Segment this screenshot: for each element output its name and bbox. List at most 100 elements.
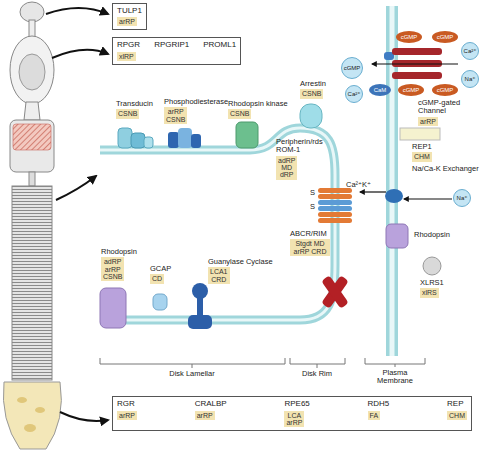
name-text: cGMP bbox=[437, 34, 454, 40]
name-text: PROML1 bbox=[203, 41, 236, 50]
pointer-arrows bbox=[46, 8, 108, 421]
name-text: Rhodopsin bbox=[101, 248, 137, 256]
abcr-half bbox=[321, 275, 349, 309]
region-label: Disk Lamellar bbox=[169, 370, 214, 378]
mitochondria bbox=[13, 124, 51, 150]
name-text: RDH5 bbox=[368, 400, 390, 409]
rom1-bar bbox=[318, 200, 352, 205]
channel-subunit bbox=[392, 48, 442, 55]
abcr-shape bbox=[321, 275, 349, 309]
name-text: Arrestin bbox=[300, 80, 326, 88]
name-text: Ca²⁺ bbox=[464, 48, 477, 54]
pointer-arrow bbox=[60, 412, 108, 421]
protein-label: Guanylase CyclaseLCA1 CRD bbox=[208, 258, 273, 284]
disease-tag: CHM bbox=[412, 152, 432, 161]
disulfide-mark: S bbox=[310, 203, 315, 211]
protein-label: ArrestinCSNB bbox=[300, 80, 326, 99]
name-text: REP bbox=[447, 400, 463, 409]
protein-label: cGMP-gated ChannelarRP bbox=[418, 99, 484, 126]
name-text: ABCR/RIM bbox=[290, 230, 330, 238]
rep1-shape bbox=[400, 128, 440, 140]
rod-cell bbox=[3, 2, 61, 449]
disease-tag: LCA1 CRD bbox=[208, 267, 230, 284]
disk-membrane bbox=[100, 128, 335, 320]
calcium-ion: Ca²⁺ bbox=[345, 85, 363, 103]
name-text: Na/Ca-K Exchanger bbox=[412, 165, 482, 173]
protein-label: Na/Ca-K Exchanger bbox=[412, 165, 482, 173]
protein-label: XLRS1xlRS bbox=[420, 279, 444, 298]
region-label: Plasma Membrane bbox=[372, 369, 418, 386]
cgmp-molecule: cGMP bbox=[396, 31, 422, 43]
gene-callout-box: RPGRRPGRIP1PROML1xlRP bbox=[112, 37, 241, 65]
disease-tag: LCA arRP bbox=[284, 411, 304, 428]
outer-segment bbox=[12, 186, 52, 380]
calmodulin: CaM bbox=[369, 84, 391, 96]
cgmp-molecule: cGMP bbox=[432, 84, 458, 96]
disease-tag: CD bbox=[150, 274, 164, 283]
peripherin-stack bbox=[318, 188, 352, 223]
bracket bbox=[100, 358, 285, 368]
exchanger-shape bbox=[385, 189, 403, 203]
protein-label: PhosphodiesterasearRP CSNB bbox=[164, 98, 228, 124]
name-text: Peripherin/rds ROM-1 bbox=[276, 138, 332, 155]
guanylate-cyclase-head bbox=[192, 283, 208, 299]
ion-label: Ca²⁺K⁺ bbox=[346, 181, 371, 189]
transducin-subunit bbox=[118, 128, 132, 148]
protein-label: Rhodopsin kinaseCSNB bbox=[228, 100, 288, 119]
disease-tag: adRP arRP CSNB bbox=[101, 257, 124, 281]
pde-subunit bbox=[191, 134, 201, 148]
cgmp-molecule: cGMP bbox=[341, 57, 363, 79]
name-text: Ca²⁺ bbox=[348, 91, 361, 97]
rpe-granule bbox=[35, 407, 45, 413]
name-text: cGMP bbox=[401, 34, 418, 40]
name-text: Rhodopsin kinase bbox=[228, 100, 288, 108]
disease-tag: arRP bbox=[195, 411, 215, 420]
disease-tag: CSNB bbox=[228, 109, 251, 118]
disease-tag: arRP CSNB bbox=[164, 107, 187, 124]
name-text: Na⁺ bbox=[457, 195, 468, 201]
abcr-half bbox=[321, 275, 349, 309]
protein-label: Rhodopsin bbox=[414, 231, 450, 239]
guanylate-cyclase-base bbox=[188, 315, 212, 329]
disease-tag: arRP bbox=[418, 117, 438, 126]
channel-subunit bbox=[392, 72, 442, 79]
gene-callout-box: TULP1arRP bbox=[112, 3, 147, 30]
name-text: TULP1 bbox=[117, 7, 142, 16]
name-text: cGMP-gated Channel bbox=[418, 99, 484, 116]
name-text: RPE65 bbox=[284, 400, 309, 409]
transducin-subunit bbox=[144, 137, 153, 148]
rpe-granule bbox=[17, 397, 27, 403]
synaptic-terminal bbox=[20, 2, 44, 22]
disulfide-mark: S bbox=[310, 189, 315, 197]
name-text: XLRS1 bbox=[420, 279, 444, 287]
name-text: RGR bbox=[117, 400, 135, 409]
disease-tag: Stgdt MD arRP CRD bbox=[290, 239, 330, 256]
xlrs1-shape bbox=[423, 257, 441, 275]
cgmp-molecule: cGMP bbox=[432, 31, 458, 43]
protein-label: GCAPCD bbox=[150, 265, 171, 284]
rhodopsin-shape bbox=[100, 288, 126, 328]
sodium-ion: Na⁺ bbox=[461, 70, 479, 88]
name-text: cGMP bbox=[344, 65, 361, 71]
rom1-bar bbox=[318, 206, 352, 211]
gcap-shape bbox=[153, 294, 167, 310]
rhodopsin-kinase-shape bbox=[236, 122, 258, 148]
protein-label: ABCR/RIMStgdt MD arRP CRD bbox=[290, 230, 330, 256]
disease-tag: CSNB bbox=[300, 89, 323, 98]
protein-label: TransducinCSNB bbox=[116, 100, 153, 119]
ion-flow-arrow bbox=[404, 198, 452, 199]
peripherin-bar bbox=[318, 194, 352, 199]
disease-tag: xlRS bbox=[420, 288, 439, 297]
name-text: Rhodopsin bbox=[414, 231, 450, 239]
disk-membrane-core bbox=[100, 128, 335, 320]
arrestin-shape bbox=[300, 104, 322, 128]
name-text: CaM bbox=[374, 87, 387, 93]
transducin-subunit bbox=[131, 133, 145, 148]
rhodopsin-shape bbox=[386, 224, 408, 248]
rpe-granule bbox=[24, 424, 36, 432]
ion-flow-arrow bbox=[372, 63, 458, 64]
name-text: RPGR bbox=[117, 41, 140, 50]
name-text: cGMP bbox=[403, 87, 420, 93]
